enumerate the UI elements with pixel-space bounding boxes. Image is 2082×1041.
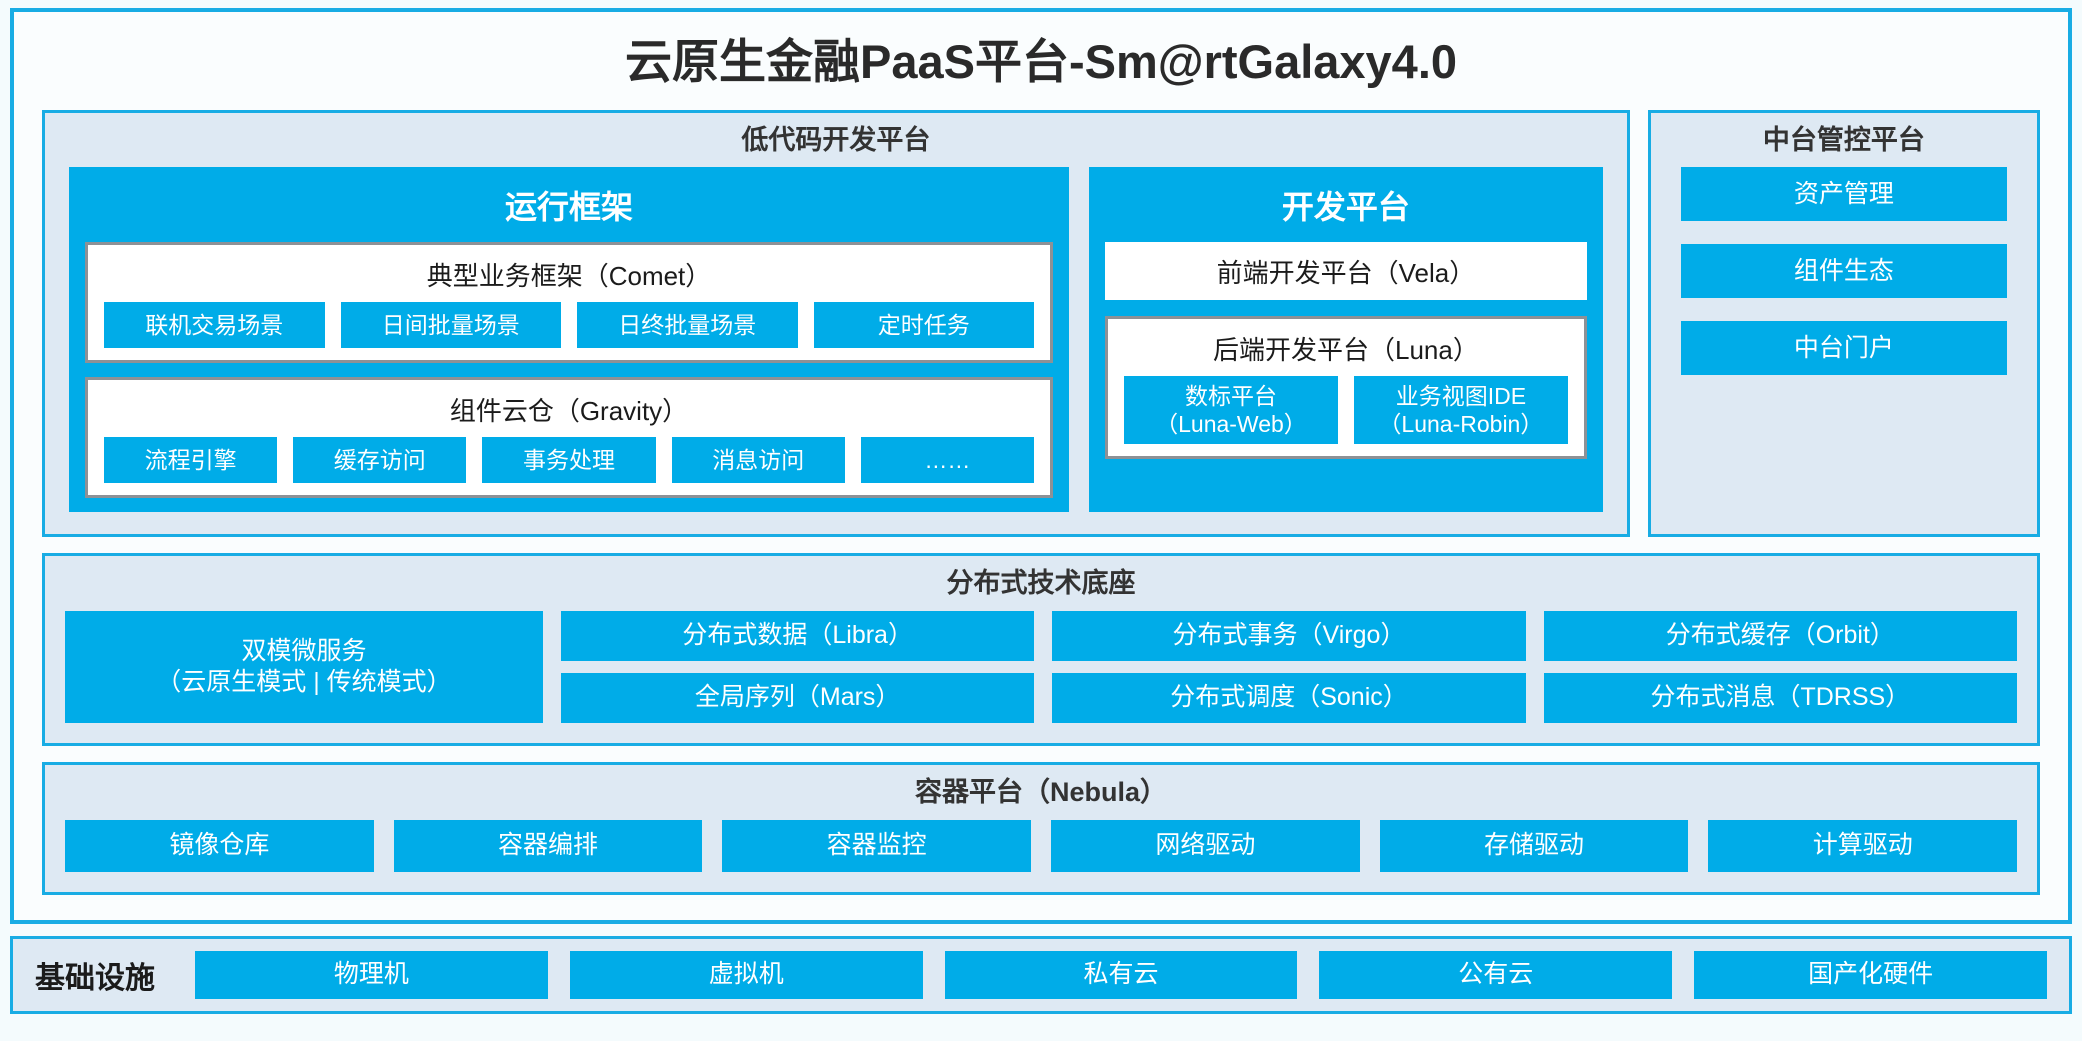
infra-tile-public-cloud[interactable]: 公有云 <box>1319 951 1673 999</box>
infra-tile-physical-machine[interactable]: 物理机 <box>195 951 548 999</box>
main-frame: 云原生金融PaaS平台-Sm@rtGalaxy4.0 低代码开发平台 运行框架 … <box>10 8 2072 924</box>
comet-tile[interactable]: 联机交易场景 <box>104 302 325 349</box>
foundation-column-3: 分布式缓存（Orbit） 分布式消息（TDRSS） <box>1543 611 2017 724</box>
runtime-framework-block: 运行框架 典型业务框架（Comet） 联机交易场景 日间批量场景 日终批量场景 … <box>69 167 1069 513</box>
luna-tile-luna-web[interactable]: 数标平台 （Luna-Web） <box>1124 376 1338 445</box>
foundation-tile-libra[interactable]: 分布式数据（Libra） <box>561 611 1035 662</box>
gravity-tile-more[interactable]: …… <box>860 437 1035 484</box>
container-platform-title: 容器平台（Nebula） <box>914 777 1168 808</box>
comet-title: 典型业务框架（Comet） <box>426 261 712 292</box>
infrastructure-label: 基础设施 <box>35 962 155 995</box>
comet-tile[interactable]: 定时任务 <box>813 302 1034 349</box>
midplatform-panel: 中台管控平台 资产管理 组件生态 中台门户 <box>1647 109 2040 538</box>
container-tile-network-driver[interactable]: 网络驱动 <box>1051 819 1360 872</box>
comet-tile-row: 联机交易场景 日间批量场景 日终批量场景 定时任务 <box>88 302 1050 349</box>
comet-tile[interactable]: 日间批量场景 <box>340 302 561 349</box>
container-tile-compute-driver[interactable]: 计算驱动 <box>1708 819 2018 872</box>
foundation-tile-name: 双模微服务 <box>241 636 367 665</box>
lowcode-platform-title: 低代码开发平台 <box>741 124 931 155</box>
distributed-foundation-body: 双模微服务 （云原生模式 | 传统模式） 分布式数据（Libra） 全局序列（M… <box>45 611 2037 724</box>
container-tile-monitoring[interactable]: 容器监控 <box>722 819 1032 872</box>
container-tile-orchestration[interactable]: 容器编排 <box>393 819 703 872</box>
foundation-tile-sonic[interactable]: 分布式调度（Sonic） <box>1052 673 1526 724</box>
foundation-tile-orbit[interactable]: 分布式缓存（Orbit） <box>1543 611 2017 662</box>
vela-bar[interactable]: 前端开发平台（Vela） <box>1105 242 1587 301</box>
luna-card: 后端开发平台（Luna） 数标平台 （Luna-Web） 业务视图IDE （Lu… <box>1105 316 1587 460</box>
infra-tile-private-cloud[interactable]: 私有云 <box>944 951 1298 999</box>
foundation-tile-virgo[interactable]: 分布式事务（Virgo） <box>1052 611 1526 662</box>
foundation-tile-dual-mode-microservice[interactable]: 双模微服务 （云原生模式 | 传统模式） <box>65 611 543 724</box>
midplatform-tile-component-ecosystem[interactable]: 组件生态 <box>1680 244 2007 299</box>
luna-tile-row: 数标平台 （Luna-Web） 业务视图IDE （Luna-Robin） <box>1108 376 1584 445</box>
foundation-tile-mars[interactable]: 全局序列（Mars） <box>561 673 1035 724</box>
infra-tile-domestic-hardware[interactable]: 国产化硬件 <box>1694 951 2047 999</box>
container-tile-storage-driver[interactable]: 存储驱动 <box>1379 819 1689 872</box>
development-platform-block: 开发平台 前端开发平台（Vela） 后端开发平台（Luna） 数标平台 （Lun… <box>1089 167 1603 513</box>
luna-tile-name: 数标平台 <box>1184 382 1277 409</box>
development-platform-title: 开发平台 <box>1281 189 1410 226</box>
lowcode-platform-panel: 低代码开发平台 运行框架 典型业务框架（Comet） 联机交易场景 日间批量场景… <box>42 109 1630 538</box>
luna-tile-luna-robin[interactable]: 业务视图IDE （Luna-Robin） <box>1353 376 1568 445</box>
comet-tile[interactable]: 日终批量场景 <box>577 302 798 349</box>
luna-tile-name: 业务视图IDE <box>1395 382 1527 409</box>
gravity-tile[interactable]: 消息访问 <box>671 437 845 484</box>
gravity-card: 组件云仓（Gravity） 流程引擎 缓存访问 事务处理 消息访问 …… <box>85 377 1053 499</box>
luna-tile-code: （Luna-Web） <box>1155 411 1307 438</box>
runtime-framework-title: 运行框架 <box>504 189 633 226</box>
foundation-column-microservice: 双模微服务 （云原生模式 | 传统模式） <box>65 611 543 724</box>
foundation-column-2: 分布式事务（Virgo） 分布式调度（Sonic） <box>1052 611 1526 724</box>
row-lowcode-and-midplatform: 低代码开发平台 运行框架 典型业务框架（Comet） 联机交易场景 日间批量场景… <box>42 109 2040 538</box>
luna-tile-code: （Luna-Robin） <box>1378 411 1544 438</box>
infra-tile-virtual-machine[interactable]: 虚拟机 <box>569 951 923 999</box>
gravity-tile[interactable]: 流程引擎 <box>104 437 278 484</box>
foundation-tile-detail: （云原生模式 | 传统模式） <box>156 668 452 697</box>
infrastructure-bar: 基础设施 物理机 虚拟机 私有云 公有云 国产化硬件 <box>10 936 2072 1014</box>
distributed-foundation-title: 分布式技术底座 <box>946 568 1136 599</box>
midplatform-tile-stack: 资产管理 组件生态 中台门户 <box>1651 167 2037 376</box>
midplatform-tile-portal[interactable]: 中台门户 <box>1680 321 2007 376</box>
gravity-tile[interactable]: 事务处理 <box>482 437 656 484</box>
luna-title: 后端开发平台（Luna） <box>1213 335 1479 366</box>
gravity-title: 组件云仓（Gravity） <box>449 396 689 427</box>
container-platform-tile-row: 镜像仓库 容器编排 容器监控 网络驱动 存储驱动 计算驱动 <box>45 819 2037 872</box>
distributed-foundation-panel: 分布式技术底座 双模微服务 （云原生模式 | 传统模式） 分布式数据（Libra… <box>42 553 2040 747</box>
container-platform-panel: 容器平台（Nebula） 镜像仓库 容器编排 容器监控 网络驱动 存储驱动 计算… <box>42 762 2040 895</box>
container-tile-image-registry[interactable]: 镜像仓库 <box>65 819 374 872</box>
foundation-tile-tdrss[interactable]: 分布式消息（TDRSS） <box>1543 673 2017 724</box>
foundation-column-1: 分布式数据（Libra） 全局序列（Mars） <box>561 611 1035 724</box>
midplatform-title: 中台管控平台 <box>1762 124 1925 155</box>
gravity-tile[interactable]: 缓存访问 <box>293 437 467 484</box>
comet-card: 典型业务框架（Comet） 联机交易场景 日间批量场景 日终批量场景 定时任务 <box>85 242 1053 364</box>
page-title: 云原生金融PaaS平台-Sm@rtGalaxy4.0 <box>624 35 1458 88</box>
gravity-tile-row: 流程引擎 缓存访问 事务处理 消息访问 …… <box>88 437 1050 484</box>
midplatform-tile-asset-management[interactable]: 资产管理 <box>1680 167 2007 222</box>
